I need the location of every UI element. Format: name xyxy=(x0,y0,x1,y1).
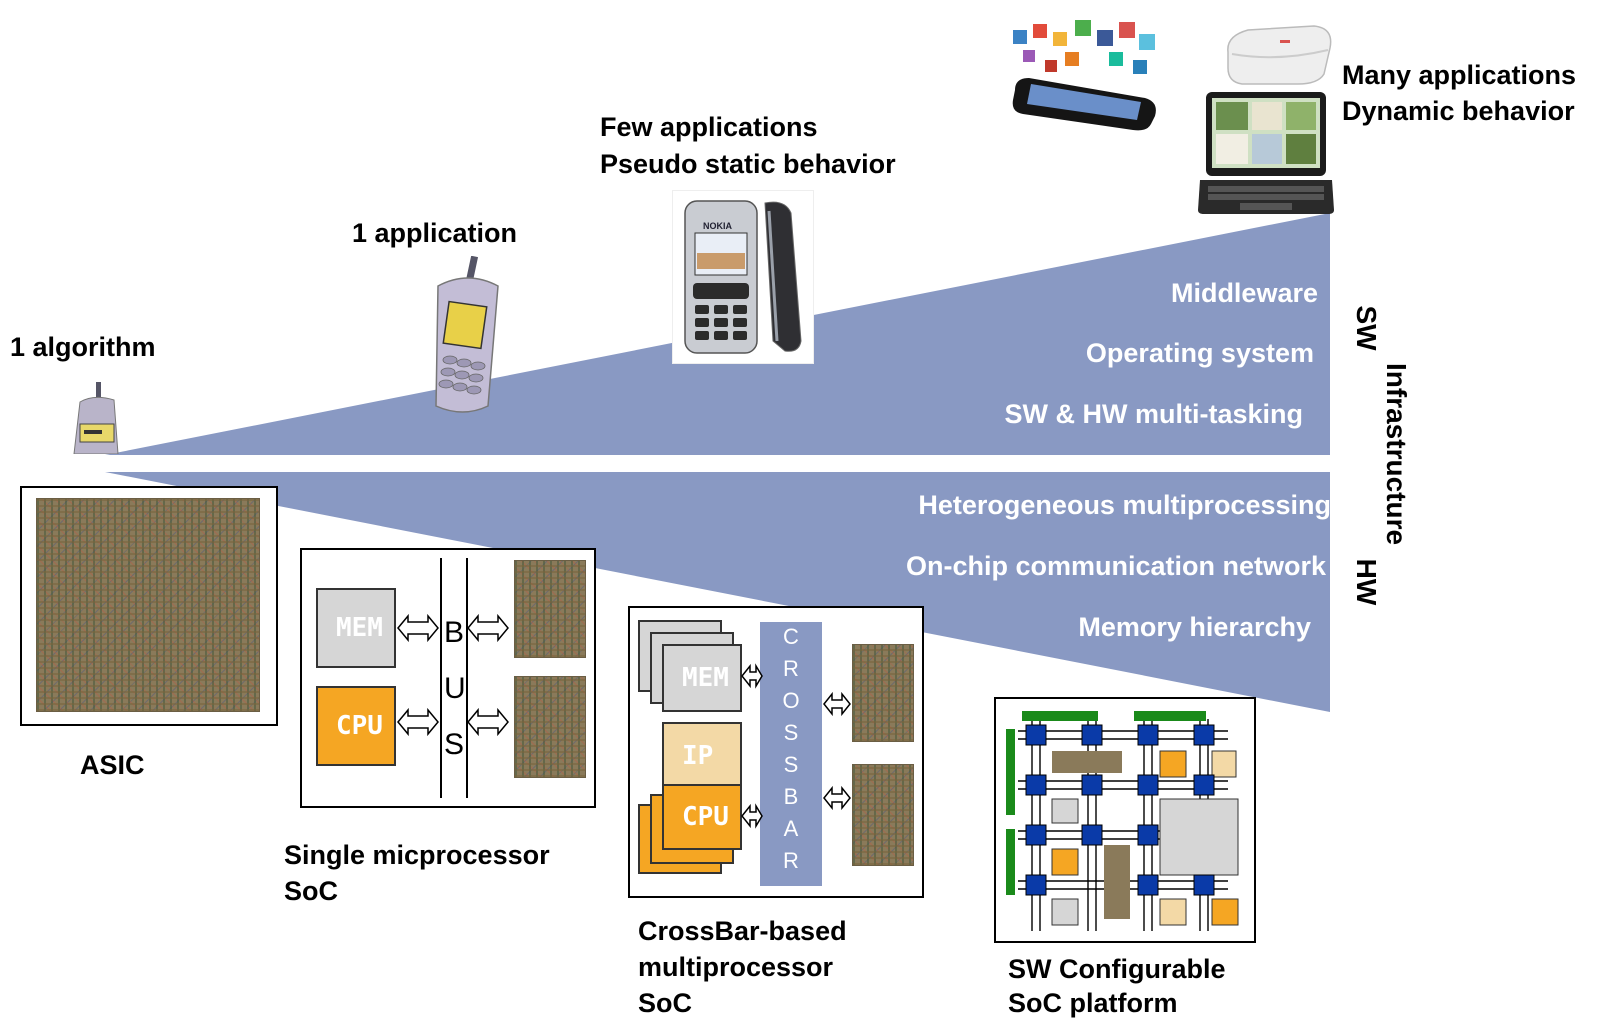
label-single-1: Single micprocessor xyxy=(284,840,550,870)
label-many-apps-2: Dynamic behavior xyxy=(1342,96,1575,126)
bus-line-right xyxy=(466,558,468,798)
side-label-sw: SW xyxy=(1351,305,1382,351)
router-icon xyxy=(1227,25,1332,85)
label-one-application: 1 application xyxy=(352,218,518,248)
crossbar-mem-block: MEM xyxy=(662,644,742,712)
label-crossbar-1: CrossBar-based xyxy=(638,916,847,946)
label-crossbar-3: SoC xyxy=(638,988,692,1018)
single-soc-arrows xyxy=(397,613,509,737)
crossbar-cpu-block: CPU xyxy=(662,784,742,850)
hw-layer-memory: Memory hierarchy xyxy=(1078,612,1311,642)
sw-layer-multitasking: SW & HW multi-tasking xyxy=(1004,399,1304,429)
crossbar-proc-chip-top xyxy=(852,644,914,742)
label-swconf-2: SoC platform xyxy=(1008,988,1178,1018)
label-many-apps-1: Many applications xyxy=(1342,60,1577,90)
smartphone-apps-icon xyxy=(1012,20,1156,131)
asic-frame xyxy=(20,486,278,726)
side-label-hw: HW xyxy=(1351,558,1382,606)
nokia-phone-icon xyxy=(684,200,802,354)
netbook-icon xyxy=(1198,92,1334,214)
label-swconf-1: SW Configurable xyxy=(1008,954,1226,984)
bus-letter-u: U xyxy=(444,672,466,705)
crossbar-arrows xyxy=(741,663,851,829)
nokia-phone-photo: NOKIA xyxy=(672,190,814,364)
crossbar-soc-frame: MEM IP CPU C R O S S B A R xyxy=(628,606,924,898)
tiny-phone-icon xyxy=(73,382,119,454)
crossbar-letter-r2: R xyxy=(783,848,799,873)
crossbar-letter-b: B xyxy=(783,784,799,809)
bus-line-left xyxy=(440,558,442,798)
crossbar-proc-chip-bottom xyxy=(852,764,914,866)
label-few-apps-1: Few applications xyxy=(600,112,818,142)
label-single-2: SoC xyxy=(284,876,338,906)
crossbar-letter-c: C xyxy=(783,624,799,649)
single-proc-chip-top xyxy=(514,560,586,658)
crossbar-letter-o: O xyxy=(782,688,800,713)
nokia-brand: NOKIA xyxy=(703,221,732,231)
hw-wedge xyxy=(105,472,1330,712)
sw-layer-middleware: Middleware xyxy=(1170,278,1318,308)
sw-config-frame xyxy=(994,697,1256,943)
side-label-infrastructure: Infrastructure xyxy=(1381,363,1412,546)
label-asic: ASIC xyxy=(80,750,145,780)
hw-layer-network: On-chip communication network xyxy=(905,551,1326,581)
single-cpu-block: CPU xyxy=(316,686,396,766)
crossbar-letter-r: R xyxy=(783,656,799,681)
single-mem-block: MEM xyxy=(316,588,396,668)
crossbar-ip-block: IP xyxy=(662,722,742,790)
label-one-algorithm: 1 algorithm xyxy=(10,332,156,362)
bus-letter-b: B xyxy=(444,616,465,649)
crossbar-letter-s1: S xyxy=(783,720,799,745)
asic-chip-image xyxy=(36,498,260,712)
crossbar-letter-a: A xyxy=(783,816,799,841)
single-soc-frame: MEM CPU B U S xyxy=(300,548,596,808)
single-proc-chip-bottom xyxy=(514,676,586,778)
crossbar-letter-s2: S xyxy=(783,752,799,777)
label-few-apps-2: Pseudo static behavior xyxy=(600,149,896,179)
crossbar-bar xyxy=(760,622,822,886)
label-crossbar-2: multiprocessor xyxy=(638,952,834,982)
bus-letter-s: S xyxy=(444,728,465,761)
feature-phone-icon xyxy=(435,256,499,413)
noc-mesh xyxy=(1006,711,1239,931)
sw-layer-os: Operating system xyxy=(1085,338,1314,368)
hw-layer-multiprocessing: Heterogeneous multiprocessing xyxy=(918,490,1331,520)
